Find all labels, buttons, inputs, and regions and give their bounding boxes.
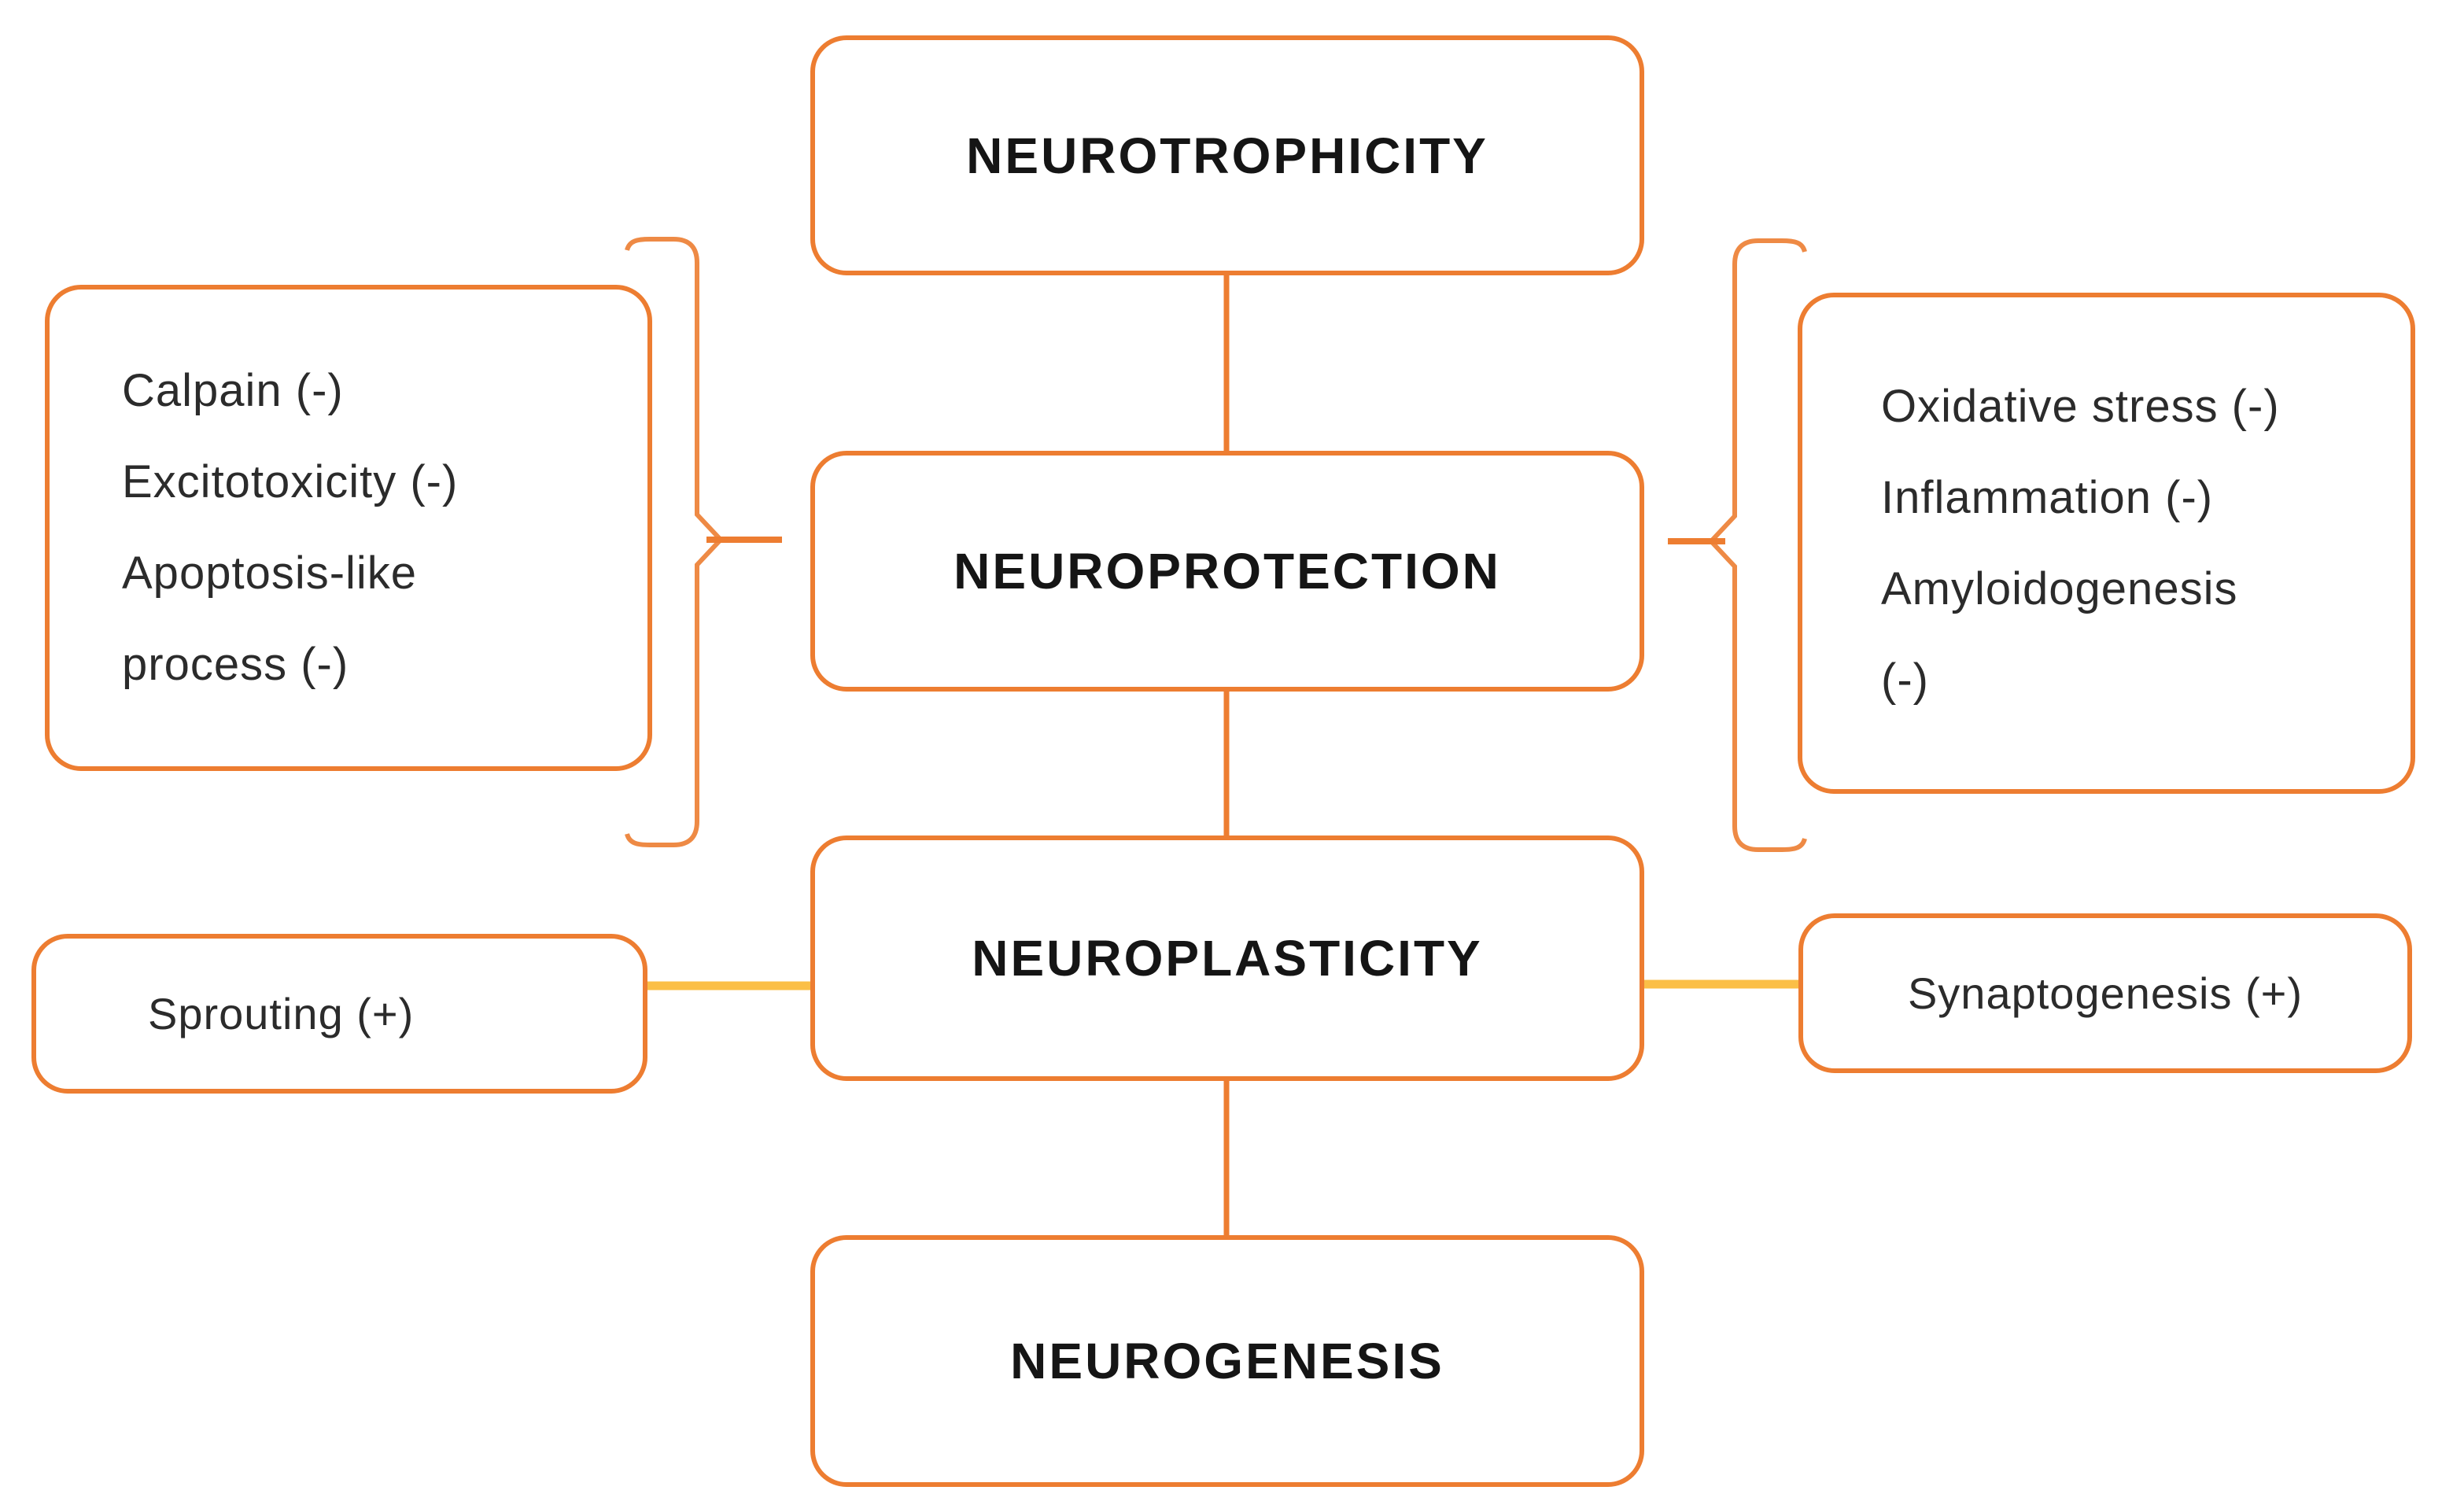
node-neuroprotection: NEUROPROTECTION xyxy=(810,451,1644,692)
factor-line: process (-) xyxy=(122,639,349,690)
box-neuroprotection-left-factors: Calpain (-) Excitotoxicity (-) Apoptosis… xyxy=(45,285,652,771)
node-neurotrophicity-label: NEUROTROPHICITY xyxy=(966,127,1488,184)
factor-line: Apoptosis-like xyxy=(122,548,418,599)
neuroprotection-right-factors-text: Oxidative stress (-) Inflammation (-) Am… xyxy=(1881,361,2280,726)
sprouting-label: Sprouting (+) xyxy=(148,989,415,1038)
factor-line: Calpain (-) xyxy=(122,365,344,416)
factor-line: (-) xyxy=(1881,654,1929,706)
factor-line: Amyloidogenesis xyxy=(1881,563,2238,614)
neuroprotection-left-factors-text: Calpain (-) Excitotoxicity (-) Apoptosis… xyxy=(122,345,458,710)
box-synaptogenesis: Synaptogenesis (+) xyxy=(1798,913,2412,1073)
node-neurogenesis-label: NEUROGENESIS xyxy=(1010,1333,1444,1389)
synaptogenesis-label: Synaptogenesis (+) xyxy=(1907,968,2304,1018)
box-sprouting: Sprouting (+) xyxy=(31,934,647,1094)
node-neuroprotection-label: NEUROPROTECTION xyxy=(954,543,1501,599)
node-neurogenesis: NEUROGENESIS xyxy=(810,1235,1644,1487)
box-neuroprotection-right-factors: Oxidative stress (-) Inflammation (-) Am… xyxy=(1798,293,2415,794)
node-neurotrophicity: NEUROTROPHICITY xyxy=(810,35,1644,275)
factor-line: Oxidative stress (-) xyxy=(1881,380,2280,432)
right-brace xyxy=(1707,238,1807,852)
factor-line: Excitotoxicity (-) xyxy=(122,456,459,507)
node-neuroplasticity: NEUROPLASTICITY xyxy=(810,835,1644,1081)
node-neuroplasticity-label: NEUROPLASTICITY xyxy=(972,930,1483,987)
factor-line: Inflammation (-) xyxy=(1881,471,2214,523)
